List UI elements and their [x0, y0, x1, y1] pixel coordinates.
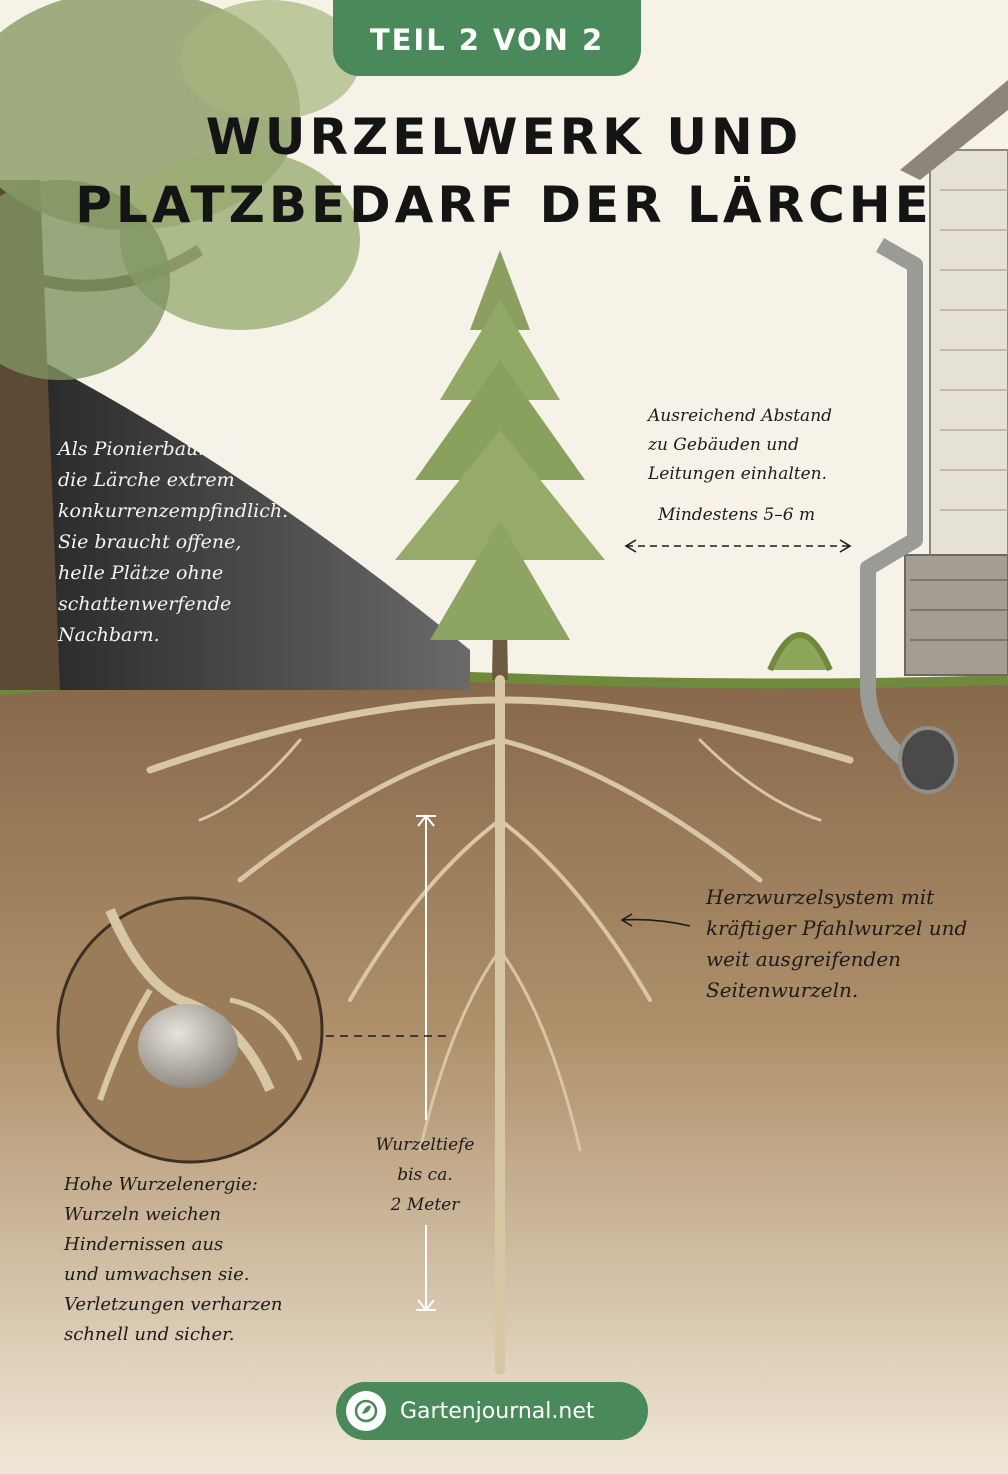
part-badge: TEIL 2 VON 2 — [333, 0, 641, 76]
left-tree — [0, 0, 360, 690]
depth-arrow — [416, 814, 436, 1312]
distance-arrow — [624, 539, 852, 553]
root-pointer — [620, 913, 691, 927]
distance-min-note: Mindestens 5–6 m — [658, 505, 816, 525]
root-depth-note: Wurzeltiefe bis ca. 2 Meter — [375, 1135, 475, 1215]
brand-footer[interactable]: Gartenjournal.net — [336, 1382, 648, 1440]
page-title-line-2: PLATZBEDARF DER LÄRCHE — [75, 176, 933, 234]
shadow-slope — [40, 360, 470, 690]
larch-tree — [395, 250, 605, 680]
house — [860, 80, 1008, 794]
small-bush — [767, 632, 833, 672]
distance-note: Ausreichend Abstand zu Gebäuden und Leit… — [648, 406, 833, 484]
pioneer-note: Als Pionierbaum ist die Lärche extrem ko… — [58, 438, 289, 646]
root-energy-note: Hohe Wurzelenergie: Wurzeln weichen Hind… — [64, 1174, 283, 1345]
brand-name: Gartenjournal.net — [400, 1398, 595, 1424]
root-system-note: Herzwurzelsystem mit kräftiger Pfahlwurz… — [706, 885, 968, 1002]
leaf-logo-icon — [346, 1391, 386, 1431]
page-title-line-1: WURZELWERK UND — [205, 108, 803, 166]
detail-circle — [56, 896, 324, 1164]
root-system — [146, 675, 854, 1375]
